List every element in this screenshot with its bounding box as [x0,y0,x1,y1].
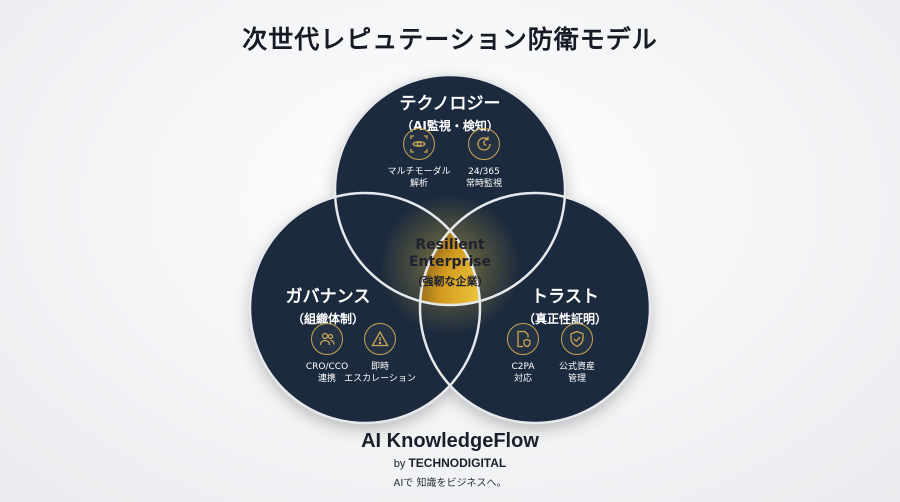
trust-heading: トラスト [531,287,599,307]
center-line3: （強靭な企業） [411,275,489,288]
feature-official-assets: 公式資産 管理 [527,323,627,385]
technology-heading: テクノロジー [399,94,501,114]
feature-cro-cco-line2: 連携 [317,374,336,384]
clock-cycle-icon [468,128,500,160]
feature-cro-cco-line1: CRO/CCO [305,362,349,372]
warning-triangle-icon [364,323,396,355]
feature-24-365: 24/365 常時監視 [434,128,534,190]
feature-escalation: 即時 エスカレーション [330,323,430,385]
by-line: by TECHNODIGITAL [0,456,900,470]
feature-escalation-line1: 即時 [370,362,389,372]
brand-name: AI KnowledgeFlow [361,430,539,452]
page-title: 次世代レピュテーション防衛モデル [242,25,658,54]
feature-multimodal-line1: マルチモーダル [387,167,451,177]
governance-label: ガバナンス （組織体制） [258,282,398,327]
circle-governance-outline [248,191,482,425]
feature-cro-cco: CRO/CCO 連携 [277,323,377,385]
document-shield-icon [507,323,539,355]
tagline: AIで 知識をビジネスへ。 [393,478,507,489]
circle-technology-outline [333,73,567,307]
governance-sub: （組織体制） [291,312,364,326]
by-prefix: by [393,458,406,470]
feature-multimodal: マルチモーダル 解析 [369,128,469,190]
circle-trust-outline [418,191,652,425]
feature-multimodal-line2: 解析 [409,179,428,189]
feature-24-365-line2: 常時監視 [465,179,502,189]
center-line2: Enterprise [408,254,492,270]
feature-c2pa: C2PA 対応 [473,323,573,385]
feature-official-assets-line2: 管理 [567,374,586,384]
eye-scan-icon [403,128,435,160]
trust-label: トラスト （真正性証明） [495,282,635,327]
feature-c2pa-line1: C2PA [511,362,535,372]
shield-check-icon [561,323,593,355]
center-line1: Resilient [415,237,485,253]
company-name: TECHNODIGITAL [408,456,507,470]
people-icon [311,323,343,355]
feature-escalation-line2: エスカレーション [344,374,416,384]
trust-sub: （真正性証明） [522,312,607,326]
governance-heading: ガバナンス [285,287,371,307]
feature-24-365-line1: 24/365 [468,167,500,177]
feature-official-assets-line1: 公式資産 [558,362,595,372]
feature-c2pa-line2: 対応 [513,374,532,384]
center-label: Resilient Enterprise （強靭な企業） [395,237,505,289]
